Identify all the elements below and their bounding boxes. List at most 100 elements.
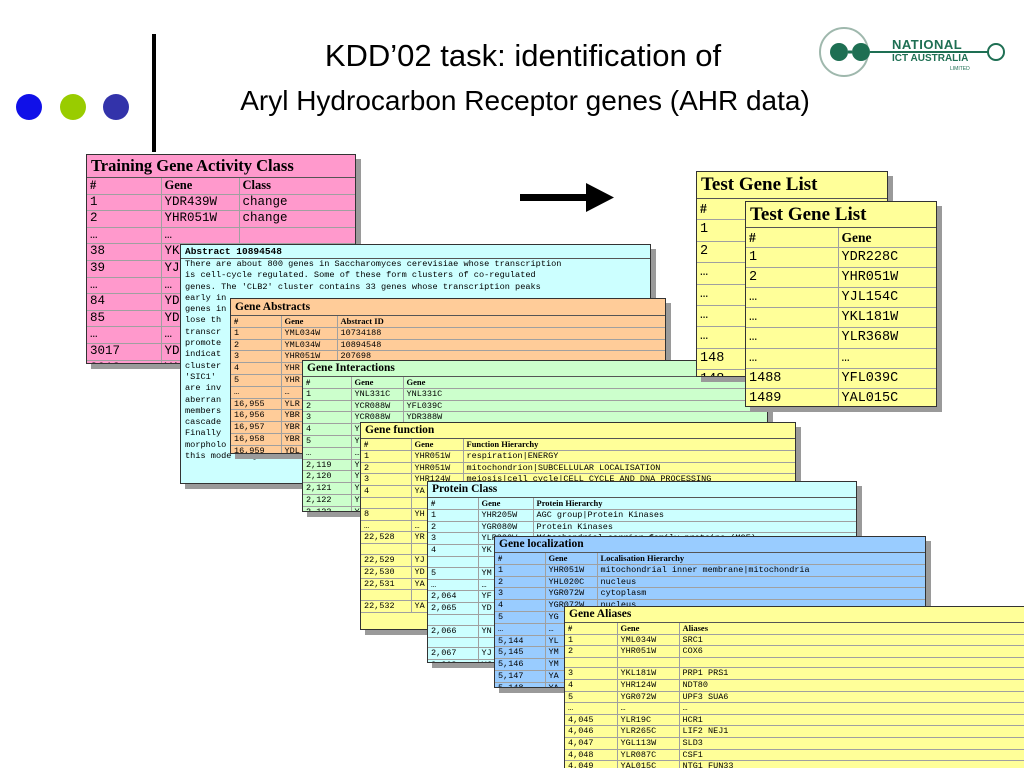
table-cell [361,543,412,555]
column-header: # [746,228,839,249]
column-header: Gene [351,377,404,389]
test-gene-list-back-title: Test Gene List [697,172,887,199]
table-cell: YLR265C [617,725,680,738]
table-cell [617,657,680,669]
table-row: ……… [565,702,1024,715]
table-cell: 4 [231,362,282,375]
table-cell: 5 [303,435,352,448]
table-cell: COX6 [679,645,1024,658]
table-cell: … [746,348,839,369]
table-cell: 2 [231,339,282,352]
table-cell: … [87,227,162,245]
table-cell: change [239,210,355,228]
table-cell: 5,148 [495,682,546,687]
table-cell: 1 [746,247,839,269]
table-cell: YNL331C [403,388,767,401]
column-header: Protein Hierarchy [533,498,856,510]
table-cell: YFL039C [838,368,936,389]
abstract-line: 'SIC1' [185,371,216,382]
abstract-title: Abstract 10894548 [181,245,650,259]
table-cell: … [303,447,352,460]
table-cell: 3 [495,587,546,601]
column-header: Gene [838,228,936,249]
table-cell [679,657,1024,669]
table-cell: 5,145 [495,646,546,660]
table-cell: 2,067 [428,647,479,661]
table-cell: YGR072W [545,587,598,601]
column-header: Gene [411,439,464,451]
table-cell: YML034W [281,327,338,340]
table-cell: 16,957 [231,421,282,434]
table-cell: 4 [428,544,479,557]
table-cell: 1 [303,388,352,401]
column-header: Gene [478,498,534,510]
table-cell [428,614,479,626]
table-cell: YJL154C [838,287,936,309]
abstract-text: There are about 800 genes in Saccharomyc… [181,259,650,462]
table-cell: YHR051W [161,210,240,228]
table-cell: 2 [87,210,162,228]
column-header: Gene [161,178,240,195]
table-cell: 22,529 [361,554,412,567]
gene-function-title: Gene function [361,423,795,439]
table-cell: 10894548 [337,339,665,352]
table-cell: YCR088W [351,400,404,413]
table-cell: 5,146 [495,658,546,671]
table-cell: UPF3 SUA6 [679,691,1024,704]
table-cell: 2 [565,645,618,658]
column-header: Abstract ID [337,316,665,328]
table-cell: YHR205W [478,509,534,522]
table-cell: 5 [565,691,618,704]
right-arrow-icon [520,183,614,212]
table-cell: … [428,579,479,592]
table-cell: 3017 [87,343,162,361]
table-cell: SLD3 [679,737,1024,750]
title-divider [152,34,156,152]
table-cell: 2 [361,462,412,475]
table-cell: 2,119 [303,459,352,472]
table-cell: 5 [231,374,282,387]
table-row: …YKL181W [746,307,936,329]
abstract-line: indicat [185,349,222,360]
table-cell: YML034W [617,634,680,647]
abstract-line: this mode of growth [185,451,283,462]
table-cell: 2,065 [428,602,479,615]
abstract-line: members [185,405,222,416]
table-cell: nucleus [597,576,925,589]
abstract-line: genes in [185,304,227,315]
table-cell: 3 [361,473,412,487]
column-header: Aliases [679,623,1024,635]
table-cell: 8 [361,508,412,521]
table-cell: 1 [361,450,412,463]
table-cell: change [239,194,355,212]
column-header: # [361,439,412,451]
table-cell: 1489 [746,388,839,406]
table-cell: 38 [87,243,162,261]
table-cell: 4,047 [565,737,618,750]
table-cell: 4 [361,485,412,498]
nicta-logo-icon [819,27,1005,77]
table-cell: 84 [87,293,162,311]
logo-text-limited: LIMITED [950,66,970,72]
column-header: # [231,316,282,328]
table-cell: … [87,326,162,344]
